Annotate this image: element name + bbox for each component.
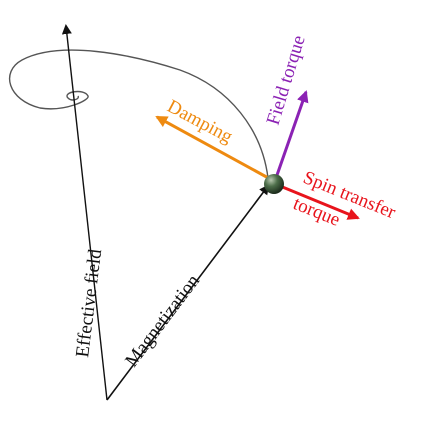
magnetization-label: Magnetization: [121, 270, 204, 371]
magnetization-arrow: [106, 184, 270, 401]
precession-spiral: [8, 49, 269, 179]
damping-arrow: [155, 115, 273, 182]
field-torque-arrow: [274, 90, 309, 179]
spin-transfer-arrow: [279, 184, 360, 220]
effective-field-arrow: [61, 24, 108, 401]
field-torque-label: Field torque: [263, 33, 310, 127]
magnetization-sphere: [264, 174, 284, 194]
